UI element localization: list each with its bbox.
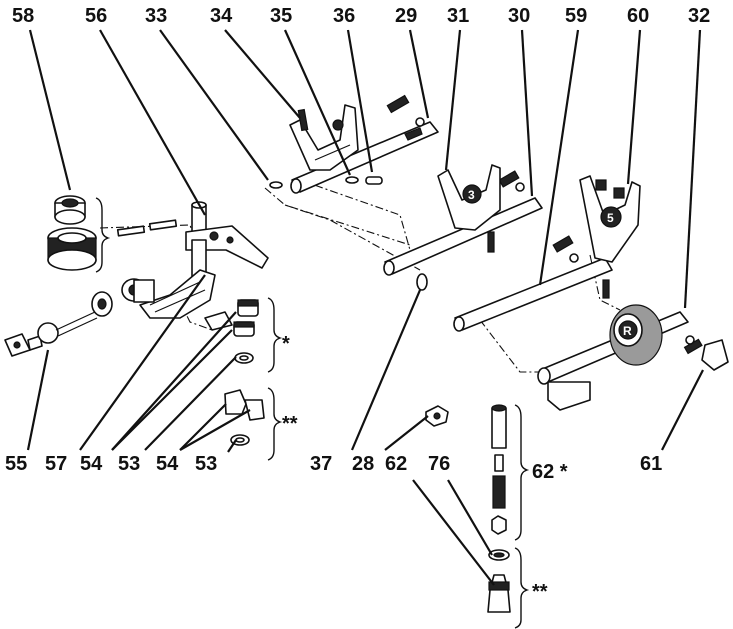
callout-62: 62 xyxy=(385,453,407,475)
callout-33: 33 xyxy=(145,5,167,27)
callout-30: 30 xyxy=(508,5,530,27)
callout-54-b: 54 xyxy=(156,453,179,475)
fork-mark-3: 3 xyxy=(468,188,475,202)
callout-labels: 58 56 33 34 35 36 29 31 30 59 60 32 55 5… xyxy=(5,5,710,603)
callout-57: 57 xyxy=(45,453,67,475)
callout-35: 35 xyxy=(270,5,292,27)
callout-55: 55 xyxy=(5,453,27,475)
callout-32: 32 xyxy=(688,5,710,27)
leader-lines xyxy=(26,29,704,586)
dowel-pins xyxy=(116,219,178,237)
callout-29: 29 xyxy=(395,5,417,27)
callout-37: 37 xyxy=(310,453,332,475)
part-55-link-rod xyxy=(4,291,113,357)
callout-53-a: 53 xyxy=(118,453,140,475)
callout-36: 36 xyxy=(333,5,355,27)
callout-60: 60 xyxy=(627,5,649,27)
fork-mark-r: R xyxy=(623,324,632,338)
callout-54-a: 54 xyxy=(80,453,103,475)
callout-53-b: 53 xyxy=(195,453,217,475)
group-star-double-a: ** xyxy=(282,413,298,435)
part-57-lever-body xyxy=(121,269,216,319)
callout-76: 76 xyxy=(428,453,450,475)
callout-31: 31 xyxy=(447,5,469,27)
callout-34: 34 xyxy=(210,5,233,27)
group-star-double-b: ** xyxy=(532,581,548,603)
part-62-switch-assembly xyxy=(487,404,530,629)
group-62-label: 62 * xyxy=(532,461,568,483)
part-30-shaft-with-fork-31: 3 xyxy=(383,164,543,276)
part-28-nut xyxy=(425,405,449,427)
callout-56: 56 xyxy=(85,5,107,27)
callout-58: 58 xyxy=(12,5,34,27)
fork-mark-5: 5 xyxy=(607,211,614,225)
part-58-bushing-seal xyxy=(47,195,111,273)
part-32-reverse-shaft: R xyxy=(537,304,689,411)
parts-54-53-group-b xyxy=(224,387,283,461)
part-59-shaft-with-fork-60: 5 xyxy=(453,175,641,332)
callout-28: 28 xyxy=(352,453,374,475)
springs-balls-top xyxy=(297,94,525,192)
part-37-pin xyxy=(416,273,428,291)
group-star-single: * xyxy=(282,333,290,355)
part-61-spring-cap xyxy=(683,335,729,371)
parts-33-35-36-pins xyxy=(269,176,383,189)
callout-59: 59 xyxy=(565,5,587,27)
callout-61: 61 xyxy=(640,453,662,475)
